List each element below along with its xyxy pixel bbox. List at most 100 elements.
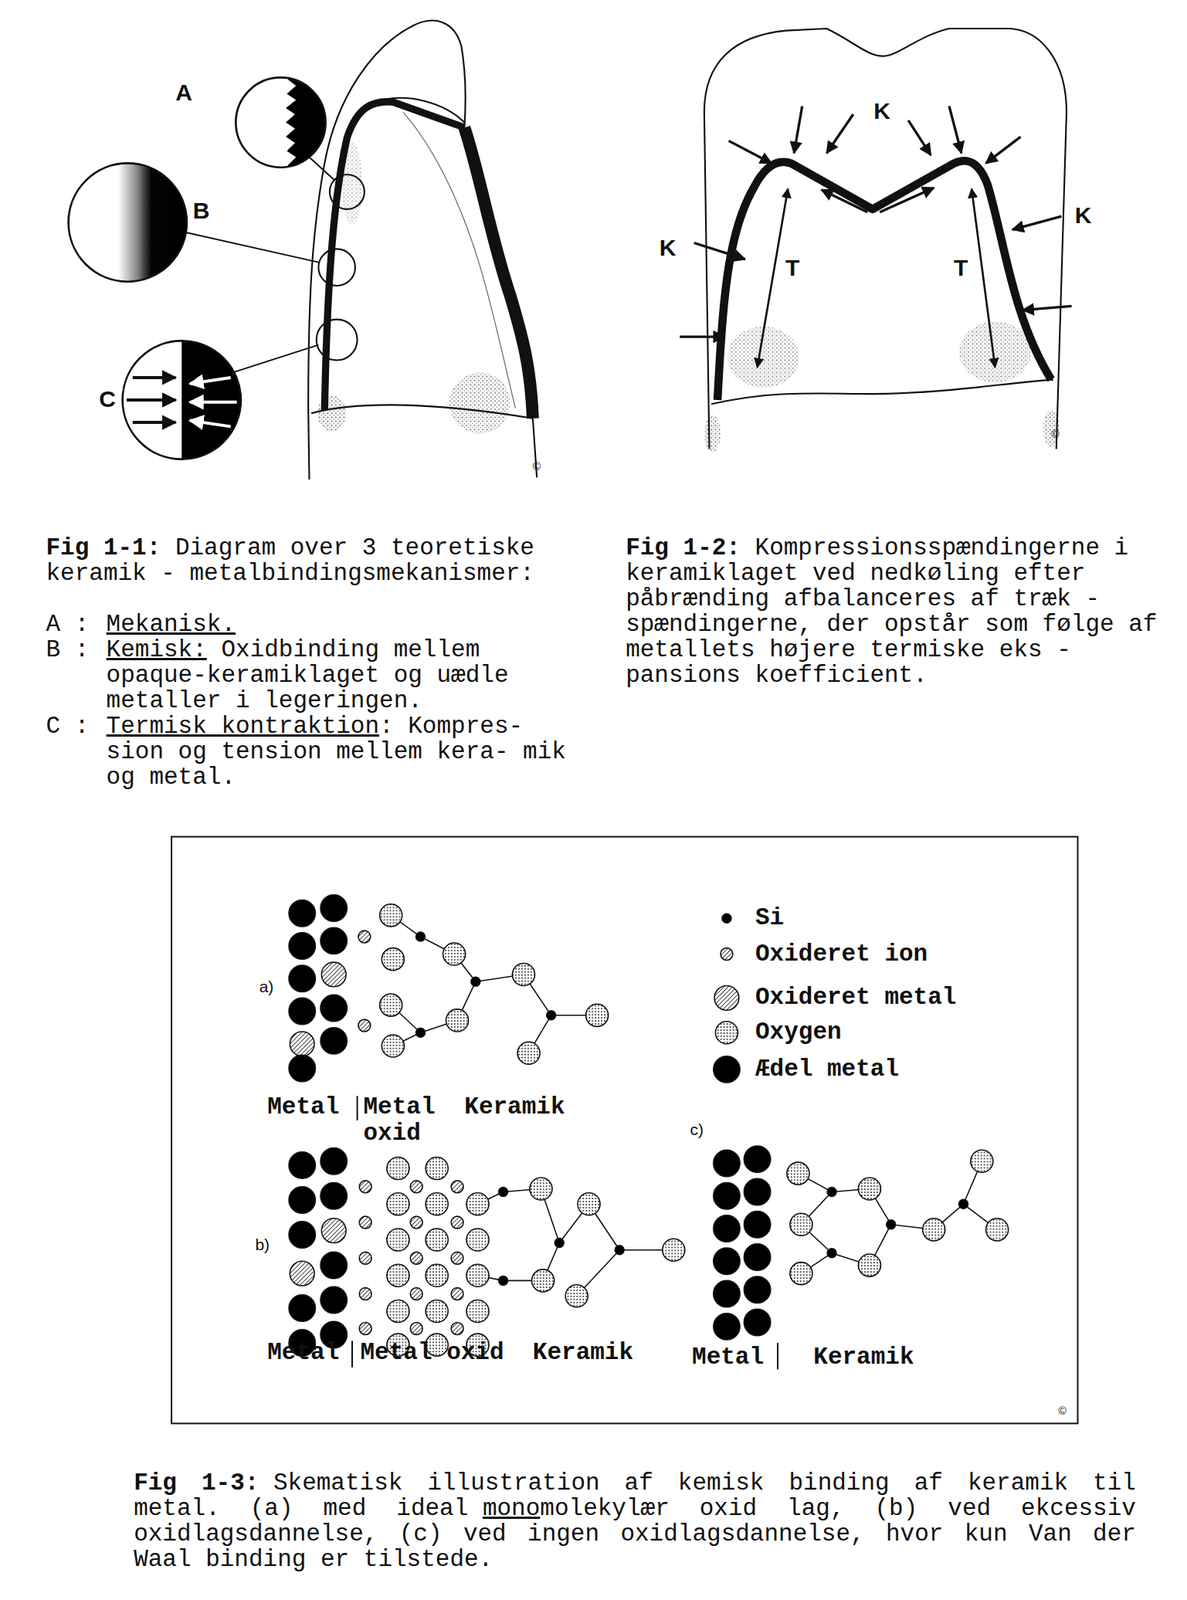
atom-symbol <box>288 1295 316 1322</box>
region-label: Metal oxid <box>360 1339 545 1367</box>
atom-symbol <box>517 1041 540 1065</box>
list-key: A : <box>45 611 106 638</box>
stress-letter: T <box>952 254 970 281</box>
atom-symbol <box>532 1269 555 1293</box>
atom-symbol <box>386 1300 410 1323</box>
atom-symbol <box>451 1216 464 1229</box>
atom-symbol <box>289 1261 315 1286</box>
atom-symbol <box>386 1228 410 1252</box>
caption-row: B :Kemisk:Oxidbinding mellem opaque-kera… <box>45 637 585 714</box>
atom-symbol <box>358 1019 371 1032</box>
legend-text: Oxideret ion <box>755 941 928 968</box>
region-label: Keramik <box>464 1094 565 1121</box>
atom-symbol <box>713 1248 740 1275</box>
atom-symbol <box>320 994 347 1021</box>
atom-symbol <box>743 1211 770 1238</box>
figure-caption: Fig 1-2:Kompressionsspændingerne i keram… <box>625 535 1159 689</box>
atom-symbol <box>386 1157 410 1181</box>
atom-symbol <box>320 1286 347 1313</box>
atom-symbol <box>713 1280 740 1307</box>
atom-symbol <box>289 1031 315 1057</box>
atom-symbol <box>321 962 346 987</box>
callout-letter: A <box>175 79 193 106</box>
stress-letter: K <box>1075 202 1093 228</box>
atom-symbol <box>410 1322 423 1336</box>
atom-symbol <box>786 1162 810 1185</box>
figure-number: Fig 1-2: <box>625 534 741 562</box>
region-label: Keramik <box>532 1339 634 1367</box>
stress-letter: T <box>783 254 801 281</box>
atom-symbol <box>451 1251 464 1265</box>
caption-row: Fig 1-2:Kompressionsspændingerne i keram… <box>625 535 1159 689</box>
copyright-mark: © <box>532 461 541 473</box>
atom-symbol <box>381 1034 404 1058</box>
atom-symbol <box>288 900 316 927</box>
atom-symbol <box>858 1254 881 1277</box>
atom-symbol <box>320 1027 347 1055</box>
atom-symbol <box>288 965 316 992</box>
atom-symbol <box>743 1146 770 1173</box>
region-label: Metal <box>691 1344 764 1371</box>
atom-symbol <box>986 1218 1009 1242</box>
atom-symbol <box>722 913 732 923</box>
atom-symbol <box>416 932 426 942</box>
atom-symbol <box>743 1244 770 1271</box>
list-body: Kemisk:Oxidbinding mellem opaque-keramik… <box>106 637 586 714</box>
caption-row: Fig 1-1:Diagram over 3 teoretiske kerami… <box>45 535 585 587</box>
atom-symbol <box>713 1149 740 1177</box>
region-label: Metal oxid <box>362 1094 465 1147</box>
atom-symbol <box>743 1309 770 1336</box>
atom-symbol <box>358 930 371 943</box>
atom-symbol <box>790 1213 813 1236</box>
atom-symbol <box>466 1193 489 1216</box>
caption-row: A :Mekanisk. <box>45 611 585 638</box>
atom-symbol <box>359 1322 372 1336</box>
atom-symbol <box>498 1187 509 1197</box>
atom-symbol <box>288 1221 316 1249</box>
atom-symbol <box>381 948 404 971</box>
atom-symbol <box>386 1193 410 1216</box>
atom-symbol <box>498 1275 509 1286</box>
atom-symbol <box>359 1288 372 1301</box>
caption-row: C :Termisk kontraktion: Kompres- sion og… <box>45 713 585 791</box>
atom-symbol <box>529 1177 553 1201</box>
underlined-term: Kemisk: <box>106 636 207 664</box>
atom-symbol <box>410 1251 423 1265</box>
underlined-term: Mekanisk. <box>106 610 236 638</box>
atom-symbol <box>586 1003 609 1027</box>
region-label: Metal <box>267 1094 340 1121</box>
stress-letter: K <box>659 234 677 261</box>
panel-letter: b) <box>254 1235 270 1254</box>
list-body: Mekanisk. <box>106 611 586 638</box>
atom-symbol <box>451 1322 464 1336</box>
callout-letter: C <box>98 386 116 412</box>
legend-text: Si <box>755 905 784 932</box>
atom-symbol <box>425 1264 448 1287</box>
atom-symbol <box>320 895 347 922</box>
legend-text: Ædel metal <box>755 1056 899 1083</box>
atom-symbol <box>714 986 740 1011</box>
list-body: Termisk kontraktion: Kompres- sion og te… <box>106 713 586 791</box>
callout-letter: B <box>193 197 211 224</box>
atom-symbol <box>858 1177 881 1201</box>
atom-symbol <box>359 1180 372 1194</box>
atom-symbol <box>425 1300 448 1323</box>
atom-symbol <box>466 1300 489 1323</box>
region-label: Keramik <box>813 1344 914 1371</box>
atom-symbol <box>743 1276 770 1303</box>
atom-symbol <box>359 1251 372 1265</box>
underlined-term: mono <box>482 1495 540 1523</box>
atom-symbol <box>320 927 347 954</box>
stress-letter: K <box>873 98 891 124</box>
atom-symbol <box>466 1264 489 1287</box>
atom-symbol <box>614 1245 625 1255</box>
atom-symbol <box>577 1193 601 1216</box>
caption-row: Fig 1-3:Skematisk illustration af kemisk… <box>133 1470 1137 1573</box>
figure-caption: Fig 1-3:Skematisk illustration af kemisk… <box>133 1470 1137 1573</box>
atom-symbol <box>320 1251 347 1279</box>
atom-symbol <box>827 1248 837 1259</box>
atom-symbol <box>416 1027 426 1038</box>
atom-symbol <box>451 1288 464 1301</box>
atom-symbol <box>970 1149 994 1173</box>
figure-caption: Fig 1-1:Diagram over 3 teoretiske kerami… <box>45 535 585 791</box>
